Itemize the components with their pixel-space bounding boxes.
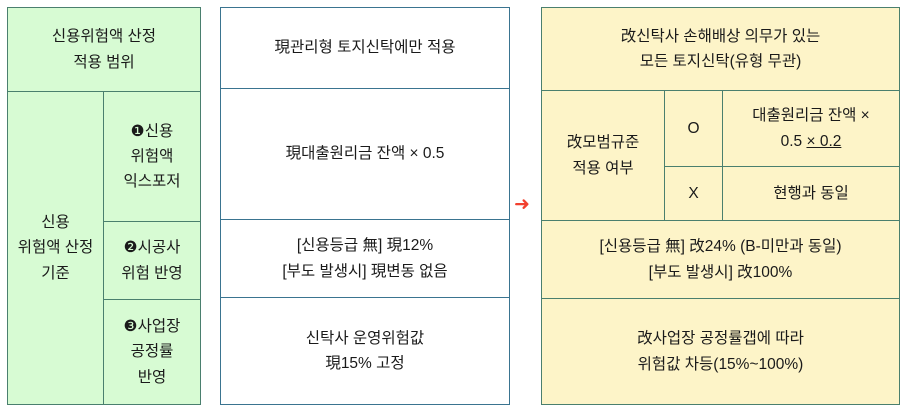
criteria-item-2-line1: 시공사	[137, 239, 181, 257]
revised-row-progress-line2: 위험값 차등(15%~100%)	[637, 355, 804, 373]
criteria-item-1-line1: 신용	[144, 122, 174, 140]
current-row-contractor-line2: [부도 발생시] 現변동 없음	[282, 262, 448, 280]
revised-standard-mark-o: O	[687, 119, 700, 137]
revised-rules-panel: 改신탁사 손해배상 의무가 있는 모든 토지신탁(유형 무관) 改모범규준 적용…	[541, 7, 900, 405]
criteria-item-3-line3: 반영	[137, 368, 167, 386]
criteria-label-line2: 위험액 산정	[17, 239, 94, 257]
current-row-exposure-line1: 現대출원리금 잔액 × 0.5	[285, 145, 445, 163]
criteria-item-list: ❶신용 위험액 익스포저 ❷시공사 위험 반영 ❸사업장 공정률 반영	[103, 92, 200, 404]
revised-standard-mark-x: X	[688, 184, 699, 202]
criteria-item-3-marker-icon: ❸	[123, 318, 138, 336]
criteria-item-2-marker-icon: ❷	[123, 239, 138, 257]
criteria-item-3-first-line: ❸사업장	[124, 314, 181, 339]
current-row-exposure: 現대출원리금 잔액 × 0.5	[221, 88, 509, 219]
revised-row-contractor: [신용등급 無] 改24% (B-미만과 동일) [부도 발생시] 改100%	[542, 220, 899, 298]
criteria-item-3-line1: 사업장	[137, 318, 181, 336]
revised-row-progress-line1: 改사업장 공정률갭에 따라	[637, 330, 804, 348]
criteria-label-line3: 기준	[41, 264, 70, 282]
revised-standard-label-cell: 改모범규준 적용 여부	[542, 91, 664, 220]
current-row-contractor-line1: [신용등급 無] 現12%	[296, 237, 434, 255]
revised-standard-applicability-table: O 대출원리금 잔액 × 0.5 × 0.2 X 현행과 동일	[664, 91, 899, 220]
credit-risk-scope-panel: 신용위험액 산정 적용 범위 신용 위험액 산정 기준 ❶신용 위험액 익스포저…	[7, 7, 201, 405]
current-row-scope: 現관리형 토지신탁에만 적용	[221, 8, 509, 88]
revised-standard-value-o-line2-underlined: × 0.2	[806, 132, 842, 150]
revised-row-contractor-line1: [신용등급 無] 改24% (B-미만과 동일)	[599, 238, 842, 256]
revised-standard-row-not-applied: X 현행과 동일	[665, 166, 899, 220]
current-row-scope-line1: 現관리형 토지신탁에만 적용	[274, 39, 456, 57]
criteria-item-2-line2: 위험 반영	[121, 264, 183, 282]
criteria-row: 신용 위험액 산정 기준 ❶신용 위험액 익스포저 ❷시공사 위험 반영 ❸사업…	[8, 91, 200, 404]
criteria-item-1-marker-icon: ❶	[130, 122, 145, 140]
criteria-item-2: ❷시공사 위험 반영	[104, 221, 200, 299]
current-row-progress-line2: 現15% 고정	[325, 355, 405, 372]
revised-standard-value-o-line1: 대출원리금 잔액 ×	[752, 107, 870, 125]
current-row-progress-line1: 신탁사 운영위험값	[305, 329, 425, 347]
revised-row-scope: 改신탁사 손해배상 의무가 있는 모든 토지신탁(유형 무관)	[542, 8, 899, 90]
revised-standard-value-o: 대출원리금 잔액 × 0.5 × 0.2	[722, 91, 899, 166]
revised-standard-label-line1: 改모범규준	[566, 134, 640, 152]
criteria-label-line1: 신용	[41, 214, 70, 232]
criteria-item-1: ❶신용 위험액 익스포저	[104, 92, 200, 221]
criteria-item-3: ❸사업장 공정률 반영	[104, 299, 200, 404]
scope-header-line2: 적용 범위	[73, 53, 135, 71]
revised-row-contractor-line2: [부도 발생시] 改100%	[648, 263, 793, 281]
revised-row-scope-line2: 모든 토지신탁(유형 무관)	[639, 53, 802, 70]
revised-row-scope-line1: 改신탁사 손해배상 의무가 있는	[620, 27, 821, 45]
revised-standard-value-o-line2-prefix: 0.5	[780, 132, 807, 150]
criteria-item-1-line2: 위험액	[130, 147, 174, 165]
revised-standard-value-o-line2: 0.5 × 0.2	[781, 129, 842, 154]
right-arrow-icon: ➜	[514, 192, 530, 215]
scope-header-line1: 신용위험액 산정	[51, 28, 157, 46]
current-row-contractor: [신용등급 無] 現12% [부도 발생시] 現변동 없음	[221, 219, 509, 297]
revised-standard-label-line2: 적용 여부	[572, 159, 634, 177]
revised-standard-row-applied: O 대출원리금 잔액 × 0.5 × 0.2	[665, 91, 899, 166]
criteria-label-cell: 신용 위험액 산정 기준	[8, 92, 103, 404]
criteria-item-1-first-line: ❶신용	[131, 119, 173, 144]
revised-row-progress: 改사업장 공정률갭에 따라 위험값 차등(15%~100%)	[542, 298, 899, 404]
revised-standard-value-x-line1: 현행과 동일	[773, 184, 849, 202]
current-rules-panel: 現관리형 토지신탁에만 적용 現대출원리금 잔액 × 0.5 [신용등급 無] …	[220, 7, 510, 405]
scope-header-cell: 신용위험액 산정 적용 범위	[8, 8, 200, 91]
criteria-item-1-line3: 익스포저	[123, 173, 181, 191]
revised-row-exposure: 改모범규준 적용 여부 O 대출원리금 잔액 × 0.5 × 0.2 X 현행과…	[542, 90, 899, 220]
current-row-progress: 신탁사 운영위험값 現15% 고정	[221, 297, 509, 404]
criteria-item-3-line2: 공정률	[130, 343, 174, 361]
criteria-item-2-first-line: ❷시공사	[124, 235, 181, 260]
revised-standard-value-x: 현행과 동일	[722, 167, 899, 220]
